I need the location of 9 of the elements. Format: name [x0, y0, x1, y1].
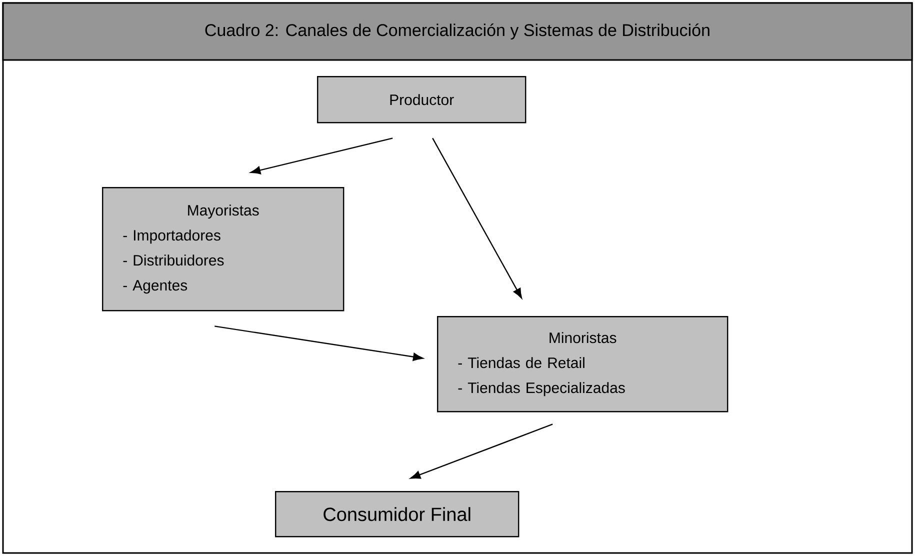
header-band: Cuadro 2: Canales de Comercialización y Sistemas de Distribución	[2, 2, 913, 61]
arrow	[410, 424, 553, 479]
arrow	[250, 138, 393, 174]
process-box: Mayoristas - Importadores - Distribuidores - Agentes	[102, 187, 344, 312]
arrow	[214, 326, 424, 361]
process-box: Consumidor Final	[275, 491, 520, 538]
arrow	[432, 138, 522, 298]
process-box: Minoristas - Tiendas de Retail - Tiendas Especializadas	[437, 316, 728, 412]
process-box: Productor	[317, 76, 526, 124]
